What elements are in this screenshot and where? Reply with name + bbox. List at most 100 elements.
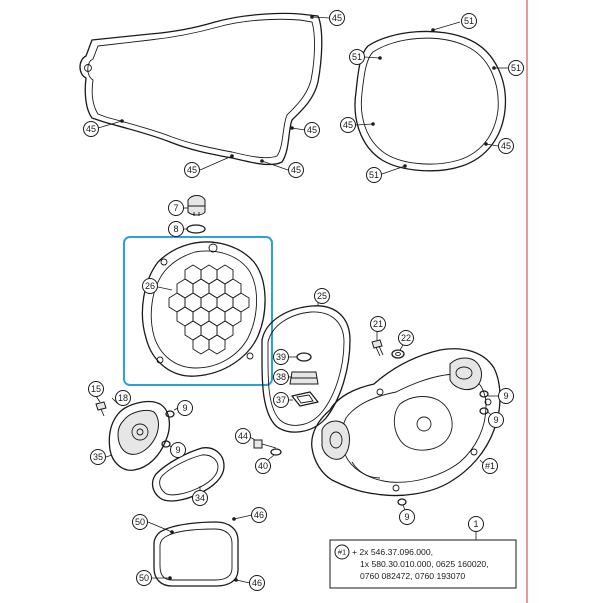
svg-text:9: 9 bbox=[503, 391, 508, 401]
callout-26: 26 bbox=[142, 278, 158, 294]
svg-text:#1: #1 bbox=[338, 548, 346, 557]
water-pump-cover-18 bbox=[108, 400, 171, 471]
svg-text:39: 39 bbox=[276, 352, 286, 362]
note-box: #1 + 2x 546.37.096.000, 1x 580.30.010.00… bbox=[329, 539, 517, 589]
callout-45-g: 45 bbox=[498, 138, 514, 154]
callout-38: 38 bbox=[273, 369, 289, 385]
o-ring-8 bbox=[186, 224, 206, 234]
callout-7: 7 bbox=[168, 200, 184, 216]
svg-text:45: 45 bbox=[307, 125, 317, 135]
screw-21 bbox=[371, 339, 384, 357]
svg-text:18: 18 bbox=[118, 393, 128, 403]
callout-1: 1 bbox=[468, 516, 484, 532]
callout-51-b: 51 bbox=[349, 49, 365, 65]
svg-text:51: 51 bbox=[511, 63, 521, 73]
callout-22: 22 bbox=[398, 330, 414, 346]
callout-15: 15 bbox=[88, 381, 104, 397]
gasket-46-50 bbox=[153, 517, 239, 587]
callout-46-a: 46 bbox=[251, 507, 267, 523]
svg-text:9: 9 bbox=[493, 415, 498, 425]
callout-18: 18 bbox=[115, 390, 131, 406]
svg-text:15: 15 bbox=[91, 384, 101, 394]
svg-text:51: 51 bbox=[369, 170, 379, 180]
callout-51-c: 51 bbox=[508, 60, 524, 76]
gasket-34 bbox=[151, 447, 225, 502]
washer-40 bbox=[270, 448, 282, 456]
svg-text:25: 25 bbox=[317, 291, 327, 301]
callout-39: 39 bbox=[273, 349, 289, 365]
svg-text:46: 46 bbox=[252, 578, 262, 588]
callout-34: 34 bbox=[192, 490, 208, 506]
callout-9-c: 9 bbox=[488, 412, 504, 428]
gasket-25 bbox=[261, 305, 351, 433]
callout-45-a: 45 bbox=[329, 10, 345, 26]
svg-text:21: 21 bbox=[373, 319, 383, 329]
callout-25: 25 bbox=[314, 288, 330, 304]
svg-text:35: 35 bbox=[93, 452, 103, 462]
o-ring-39 bbox=[296, 352, 312, 362]
callout-21: 21 bbox=[370, 316, 386, 332]
dowel-pin-9c bbox=[161, 410, 175, 448]
svg-text:38: 38 bbox=[276, 372, 286, 382]
callout-51-a: 51 bbox=[461, 13, 477, 29]
sealing-plug-38 bbox=[289, 371, 319, 385]
callout-45-e: 45 bbox=[288, 162, 304, 178]
svg-text:50: 50 bbox=[135, 517, 145, 527]
svg-text:46: 46 bbox=[254, 510, 264, 520]
svg-text:37: 37 bbox=[276, 395, 286, 405]
callout-51-d: 51 bbox=[366, 167, 382, 183]
callout-45-c: 45 bbox=[304, 122, 320, 138]
callout-45-b: 45 bbox=[83, 121, 99, 137]
callout-45-d: 45 bbox=[184, 162, 200, 178]
svg-text:45: 45 bbox=[291, 165, 301, 175]
highlight-box bbox=[123, 236, 273, 386]
svg-text:9: 9 bbox=[175, 445, 180, 455]
svg-text:44: 44 bbox=[238, 431, 248, 441]
callout-50-b: 50 bbox=[136, 570, 152, 586]
dowel-pin-9a bbox=[479, 390, 489, 415]
seal-37 bbox=[291, 391, 319, 407]
svg-text:#1: #1 bbox=[485, 461, 495, 471]
callout-50-a: 50 bbox=[132, 514, 148, 530]
washer-22 bbox=[391, 349, 405, 359]
screw-44 bbox=[253, 439, 277, 449]
gasket-51 bbox=[354, 28, 507, 172]
callout-37: 37 bbox=[273, 392, 289, 408]
oil-filler-plug-7 bbox=[187, 195, 206, 216]
note-ref-badge: #1 bbox=[334, 544, 350, 560]
svg-text:45: 45 bbox=[86, 124, 96, 134]
callout-9-b: 9 bbox=[498, 388, 514, 404]
svg-text:1: 1 bbox=[473, 519, 478, 529]
clutch-cover-26 bbox=[141, 241, 266, 377]
callout-44: 44 bbox=[235, 428, 251, 444]
callout-8: 8 bbox=[168, 221, 184, 237]
svg-text:22: 22 bbox=[401, 333, 411, 343]
callout-9-d: 9 bbox=[170, 442, 186, 458]
note-line-3: 0760 082472, 0760 193070 bbox=[360, 571, 465, 581]
svg-text:40: 40 bbox=[258, 461, 268, 471]
dowel-pin-9b bbox=[397, 498, 407, 506]
note-line-2: 1x 580.30.010.000, 0625 160020, bbox=[360, 559, 489, 569]
svg-text:45: 45 bbox=[187, 165, 197, 175]
callout-crankcase-ref: #1 bbox=[482, 458, 498, 474]
crankcase-1 bbox=[311, 348, 501, 497]
svg-text:7: 7 bbox=[173, 203, 178, 213]
svg-text:45: 45 bbox=[501, 141, 511, 151]
callout-46-b: 46 bbox=[249, 575, 265, 591]
svg-text:51: 51 bbox=[464, 16, 474, 26]
callout-35: 35 bbox=[90, 449, 106, 465]
svg-text:45: 45 bbox=[332, 13, 342, 23]
gasket-45 bbox=[79, 12, 323, 166]
svg-text:9: 9 bbox=[182, 403, 187, 413]
svg-text:26: 26 bbox=[145, 281, 155, 291]
callout-9-e: 9 bbox=[399, 509, 415, 525]
svg-text:50: 50 bbox=[139, 573, 149, 583]
svg-text:34: 34 bbox=[195, 493, 205, 503]
callout-40: 40 bbox=[255, 458, 271, 474]
note-line-1: + 2x 546.37.096.000, bbox=[352, 547, 433, 557]
svg-text:9: 9 bbox=[404, 512, 409, 522]
callout-9-a: 9 bbox=[177, 400, 193, 416]
callout-45-f: 45 bbox=[340, 117, 356, 133]
svg-text:51: 51 bbox=[352, 52, 362, 62]
